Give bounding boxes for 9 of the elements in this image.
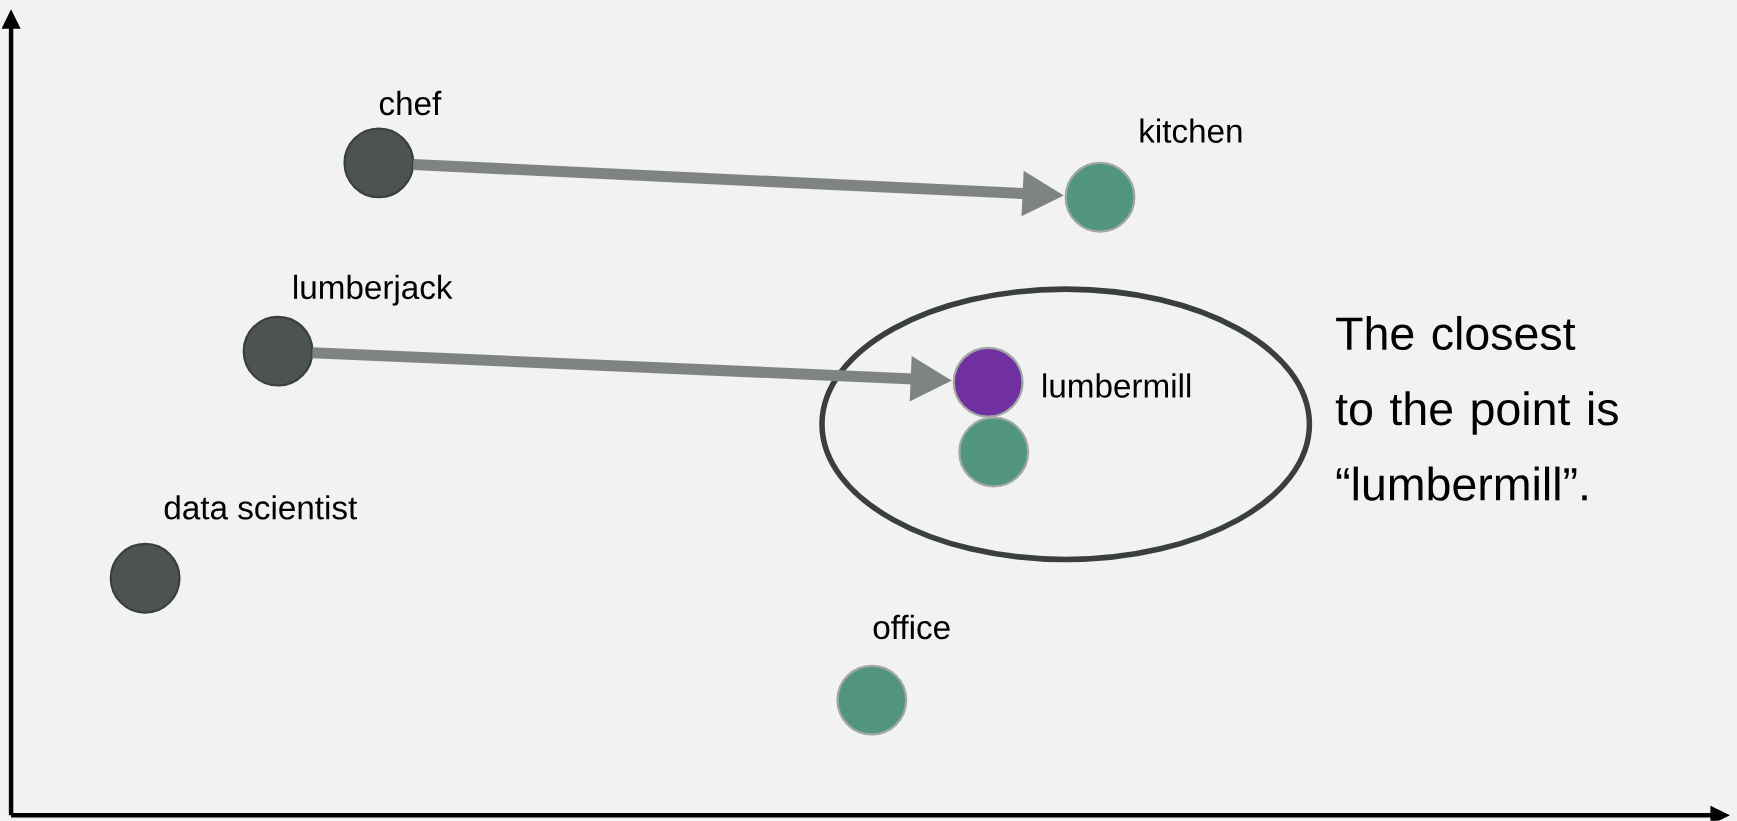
point-label: data scientist [164, 495, 357, 520]
point-label: lumberjack [294, 274, 453, 306]
point-label: lumbermill [1043, 373, 1191, 398]
point-label: kitchen [1140, 118, 1242, 143]
note-text: The closest to the point is “lumbermill”. [1335, 316, 1618, 501]
point-circle [952, 346, 1024, 418]
point-label: chef [379, 90, 442, 116]
point-label: office [873, 614, 950, 640]
highlight-ellipse [819, 286, 1313, 563]
